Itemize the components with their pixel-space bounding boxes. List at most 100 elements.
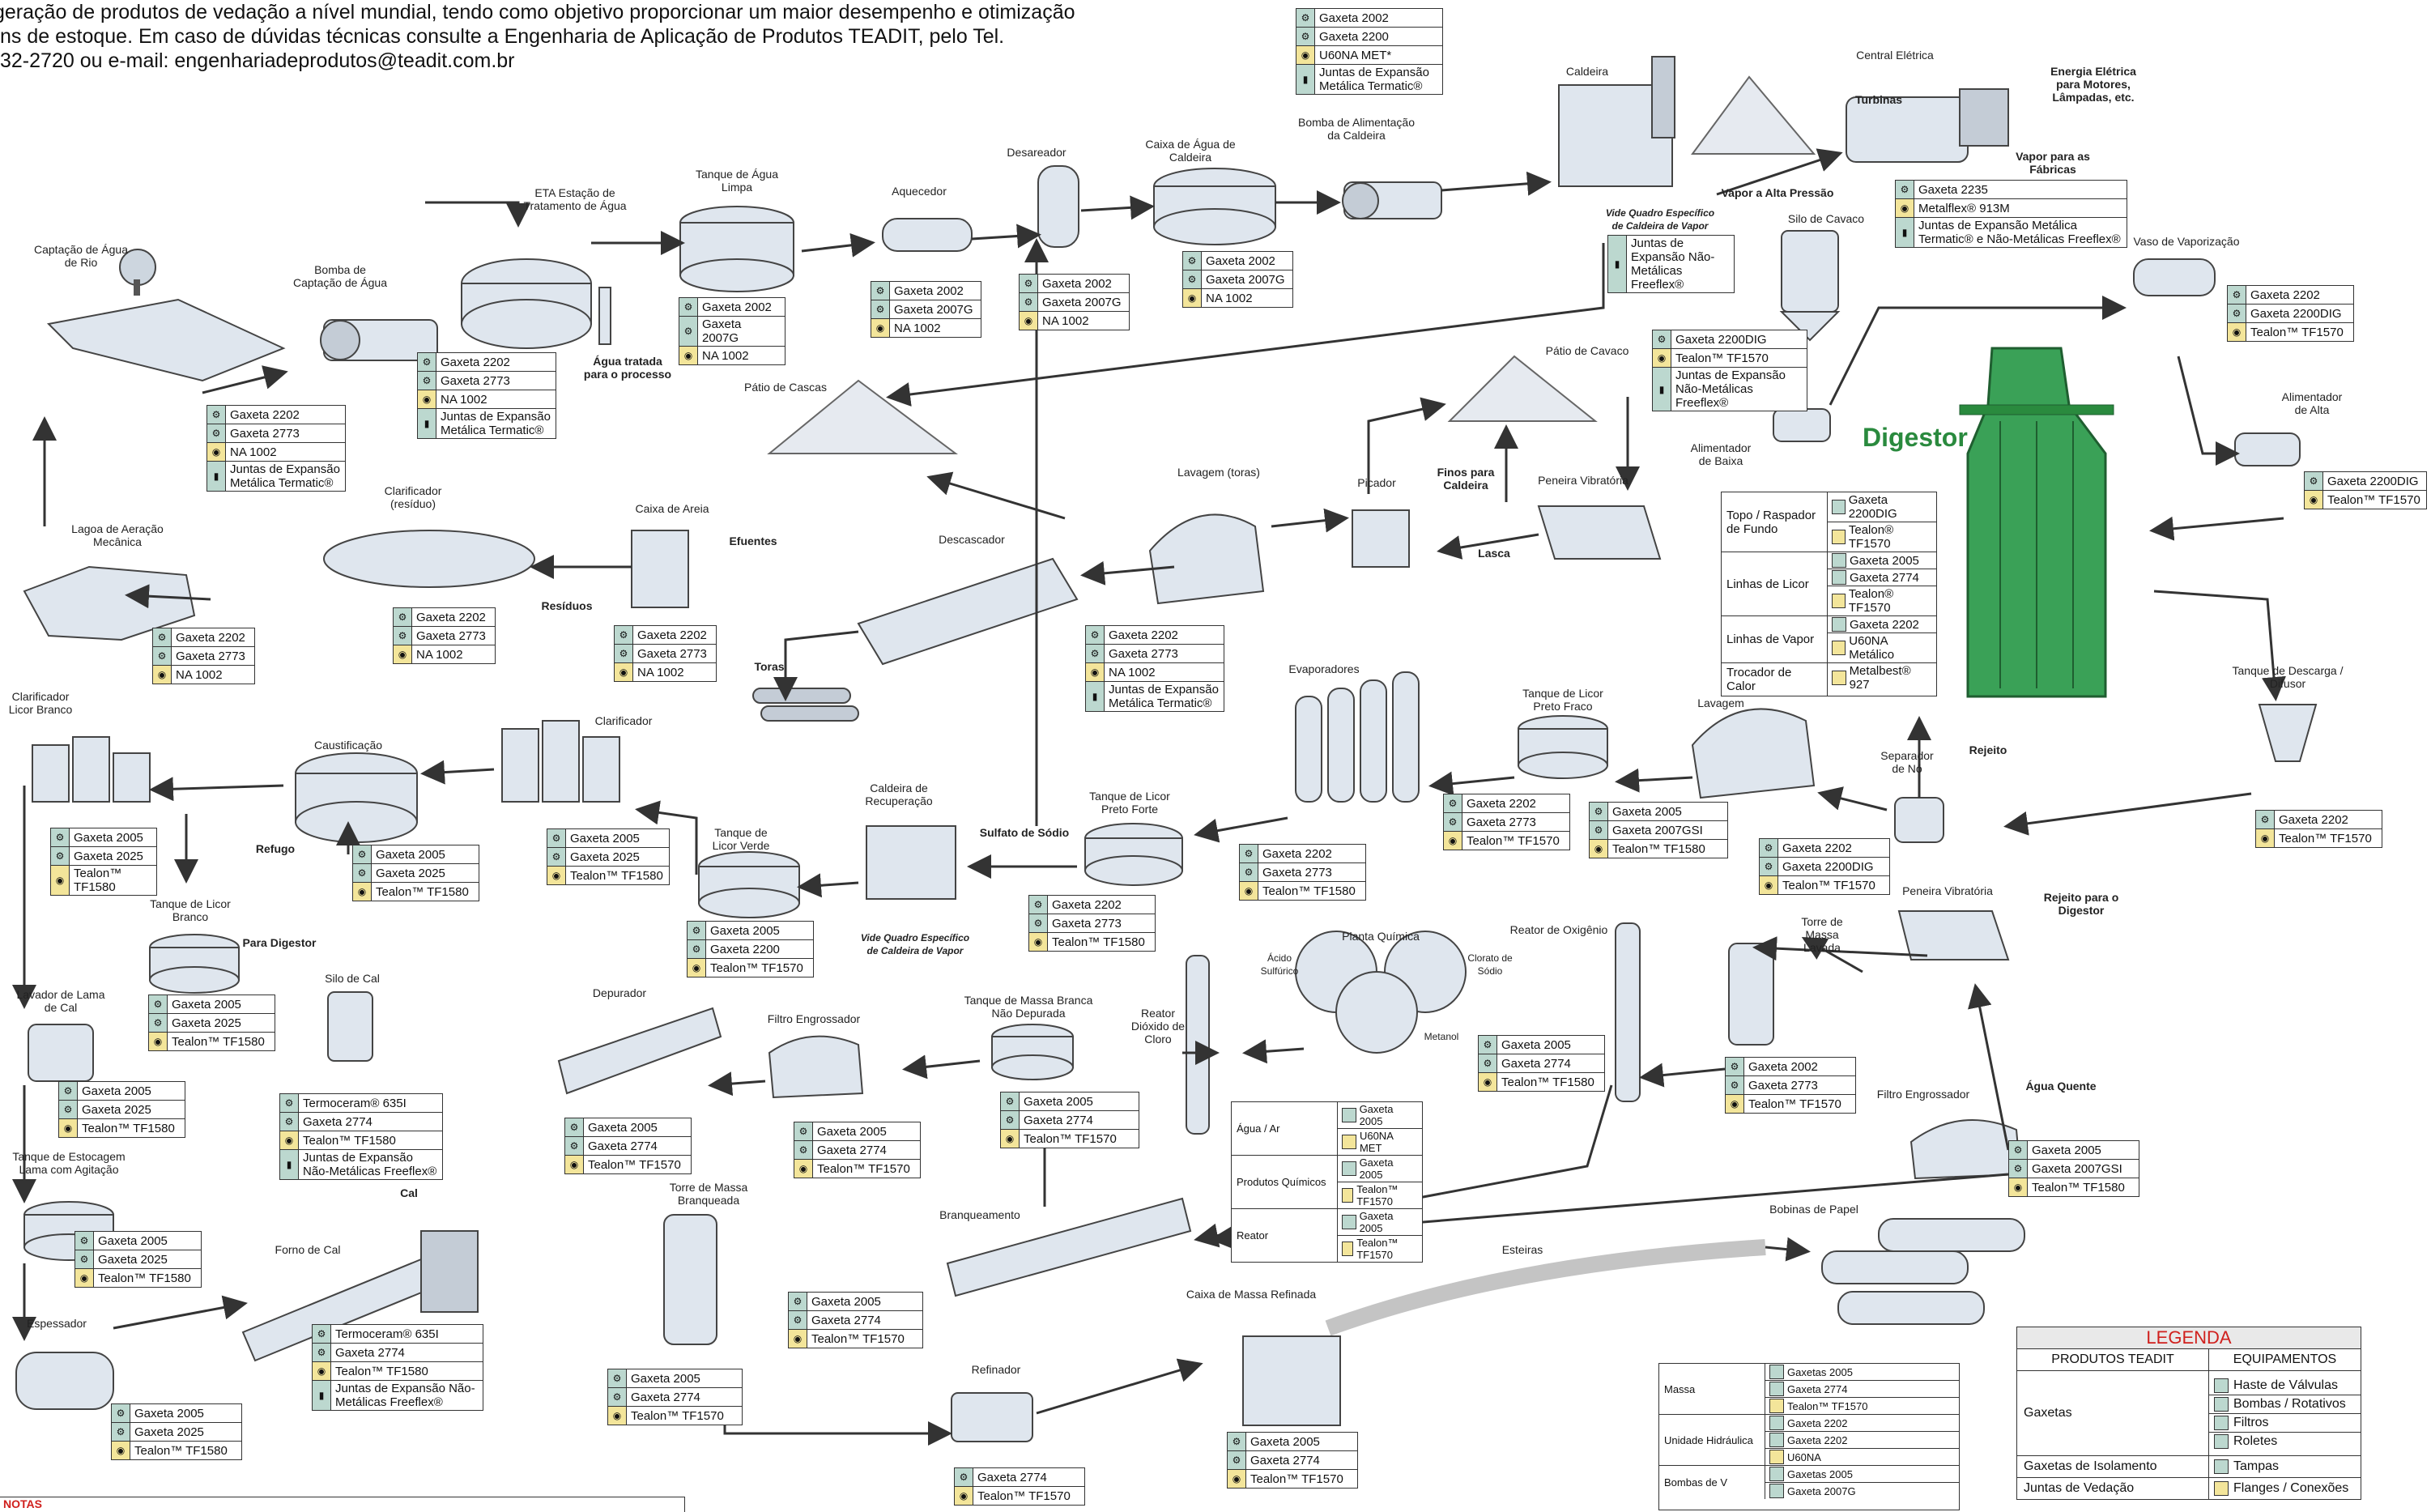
caixa-areia-drawing <box>631 530 689 608</box>
flange-icon: ◉ <box>1240 882 1258 900</box>
product-row: ⚙Gaxeta 2773 <box>207 424 345 443</box>
flange-icon: ◉ <box>313 1362 331 1380</box>
product-icon <box>1832 570 1846 585</box>
label-torre-massa-branqueada: Torre de Massa Branqueada <box>669 1181 748 1207</box>
product-row: ⚙Gaxeta 2773 <box>1444 813 1569 832</box>
product-name: Gaxeta 2773 <box>176 649 245 663</box>
label-branqueamento: Branqueamento <box>939 1208 1020 1221</box>
patio-cavaco-drawing <box>1447 355 1598 422</box>
product-name: Gaxeta 2774 <box>303 1114 373 1129</box>
product-box-vaso: ⚙Gaxeta 2202⚙Gaxeta 2200DIG◉Tealon™ TF15… <box>2227 285 2354 342</box>
product-name: Gaxeta 2773 <box>1052 916 1122 931</box>
pump-icon: ⚙ <box>153 628 172 646</box>
filter-icon <box>2214 1415 2229 1430</box>
label-forno-cal: Forno de Cal <box>275 1243 341 1256</box>
label-esteiras: Esteiras <box>1501 1243 1543 1256</box>
product-row: ◉Tealon™ TF1580 <box>112 1442 241 1459</box>
pump-icon: ⚙ <box>679 298 698 316</box>
joint-icon: ▮ <box>1608 236 1627 292</box>
product-name: Gaxeta 2025 <box>570 850 640 864</box>
product-icon <box>1342 1215 1356 1229</box>
pump-icon: ⚙ <box>1479 1036 1497 1054</box>
flange-icon: ◉ <box>688 959 706 977</box>
product-box-clarificador-residuo: ⚙Gaxeta 2202⚙Gaxeta 2773◉NA 1002 <box>393 607 496 664</box>
product-name: Gaxeta 2202 <box>1109 628 1178 642</box>
label-patio-cascas: Pátio de Cascas <box>744 381 827 394</box>
product-row: ◉Tealon™ TF1570 <box>1653 349 1807 368</box>
product-name: Gaxeta 2005 <box>98 1233 168 1248</box>
product-row: ⚙Gaxeta 2007G <box>679 317 785 347</box>
product-name: Gaxeta 2005 <box>1250 1434 1320 1449</box>
label-bomba-captacao: Bomba de Captação de Água <box>293 263 387 289</box>
tanque-licor-forte-drawing <box>1084 823 1183 886</box>
product-name: Gaxeta 2002 <box>702 300 772 314</box>
pump-icon: ⚙ <box>1020 293 1038 311</box>
pump-icon: ⚙ <box>1653 330 1671 348</box>
product-row: ◉Tealon™ TF1570 <box>1726 1095 1855 1113</box>
product-icon <box>1342 1108 1356 1122</box>
label-peneira-vibratoria-2: Peneira Vibratória <box>1902 884 1993 897</box>
table-cell: Gaxetas 2005 <box>1787 1467 1853 1480</box>
product-name: Gaxeta 2202 <box>637 628 707 642</box>
product-name: NA 1002 <box>702 348 749 363</box>
pump-icon: ⚙ <box>353 845 372 863</box>
table-row-label: Topo / Raspador de Fundo <box>1722 492 1828 552</box>
label-tanque-licor-fraco: Tanque de Licor Preto Fraco <box>1522 687 1603 713</box>
label-reator-dioxido: Reator Dióxido de Cloro <box>1130 1007 1186 1046</box>
pump-icon: ⚙ <box>313 1344 331 1361</box>
pump-icon: ⚙ <box>1444 813 1462 831</box>
product-name: Gaxeta 2200DIG <box>1782 859 1874 874</box>
label-toras: Toras <box>754 660 785 673</box>
product-box-silo-cal: ⚙Termoceram® 635I⚙Gaxeta 2774◉Tealon™ TF… <box>279 1093 443 1180</box>
product-row: ⚙Gaxeta 2025 <box>112 1423 241 1442</box>
product-row: ◉NA 1002 <box>1183 289 1292 307</box>
product-row: ▮Juntas de Expansão Metálica Termatic® <box>207 462 345 491</box>
planta-quimica-drawing <box>1295 931 1467 1054</box>
product-box-espessador: ⚙Gaxeta 2005⚙Gaxeta 2025◉Tealon™ TF1580 <box>111 1403 242 1460</box>
product-name: Gaxeta 2202 <box>2250 287 2320 302</box>
table-cell: Gaxetas 2005 <box>1787 1365 1853 1378</box>
flange-icon: ◉ <box>955 1487 973 1505</box>
legend-juntas-vedacao: Juntas de Vedação <box>2017 1478 2209 1499</box>
product-row: ⚙Gaxeta 2005 <box>51 828 156 847</box>
product-box-descarga: ⚙Gaxeta 2202◉Tealon™ TF1570 <box>2255 810 2382 848</box>
product-name: Gaxeta 2007G <box>702 317 742 345</box>
valve-icon <box>2214 1378 2229 1393</box>
product-icon <box>1342 1242 1354 1256</box>
product-name: Gaxeta 2002 <box>894 283 964 298</box>
product-name: Tealon™ TF1580 <box>172 1034 265 1049</box>
product-name: Gaxeta 2005 <box>811 1294 881 1309</box>
tanque-licor-verde-drawing <box>698 851 800 918</box>
depurador-drawing <box>557 1007 722 1095</box>
table-cell: Gaxeta 2005 <box>1850 553 1919 568</box>
flange-icon: ◉ <box>1001 1130 1020 1148</box>
product-name: Tealon™ TF1570 <box>1250 1472 1343 1486</box>
product-name: Gaxeta 2773 <box>637 646 707 661</box>
flange-icon: ◉ <box>608 1407 627 1425</box>
label-tanque-licor-forte: Tanque de Licor Preto Forte <box>1089 790 1170 816</box>
pump-icon: ⚙ <box>794 1122 813 1140</box>
label-vide-quadro-1: Vide Quadro Específico de Caldeira de Va… <box>1605 207 1715 232</box>
label-tanque-agua-limpa: Tanque de Água Limpa <box>696 168 778 194</box>
table-row-label: Unidade Hidráulica <box>1659 1415 1765 1465</box>
vaso-vaporizacao-drawing <box>2133 258 2216 296</box>
product-row: ⚙Gaxeta 2774 <box>313 1344 483 1362</box>
label-alimentador-baixa: Alimentador de Baixa <box>1690 441 1752 467</box>
label-peneira-vibratoria-1: Peneira Vibratória <box>1538 474 1628 487</box>
product-row: ◉NA 1002 <box>679 347 785 364</box>
refinador-drawing <box>951 1392 1033 1442</box>
product-icon <box>1769 1365 1784 1379</box>
table-row-label: Reator <box>1232 1209 1338 1262</box>
caustificacao-drawing <box>295 752 418 843</box>
product-row: ◉NA 1002 <box>394 645 495 663</box>
product-row: ⚙Gaxeta 2002 <box>871 282 981 300</box>
product-name: Tealon™ TF1580 <box>376 884 469 899</box>
flange-icon: ◉ <box>1183 289 1202 307</box>
product-name: Juntas de Expansão Não-Metálicas Freefle… <box>303 1151 437 1178</box>
pump-icon: ⚙ <box>51 828 70 846</box>
product-row: ◉Tealon™ TF1580 <box>1479 1073 1604 1091</box>
product-icon <box>1769 1416 1784 1430</box>
product-box-filtro-1: ⚙Gaxeta 2005⚙Gaxeta 2774◉Tealon™ TF1570 <box>794 1122 921 1178</box>
